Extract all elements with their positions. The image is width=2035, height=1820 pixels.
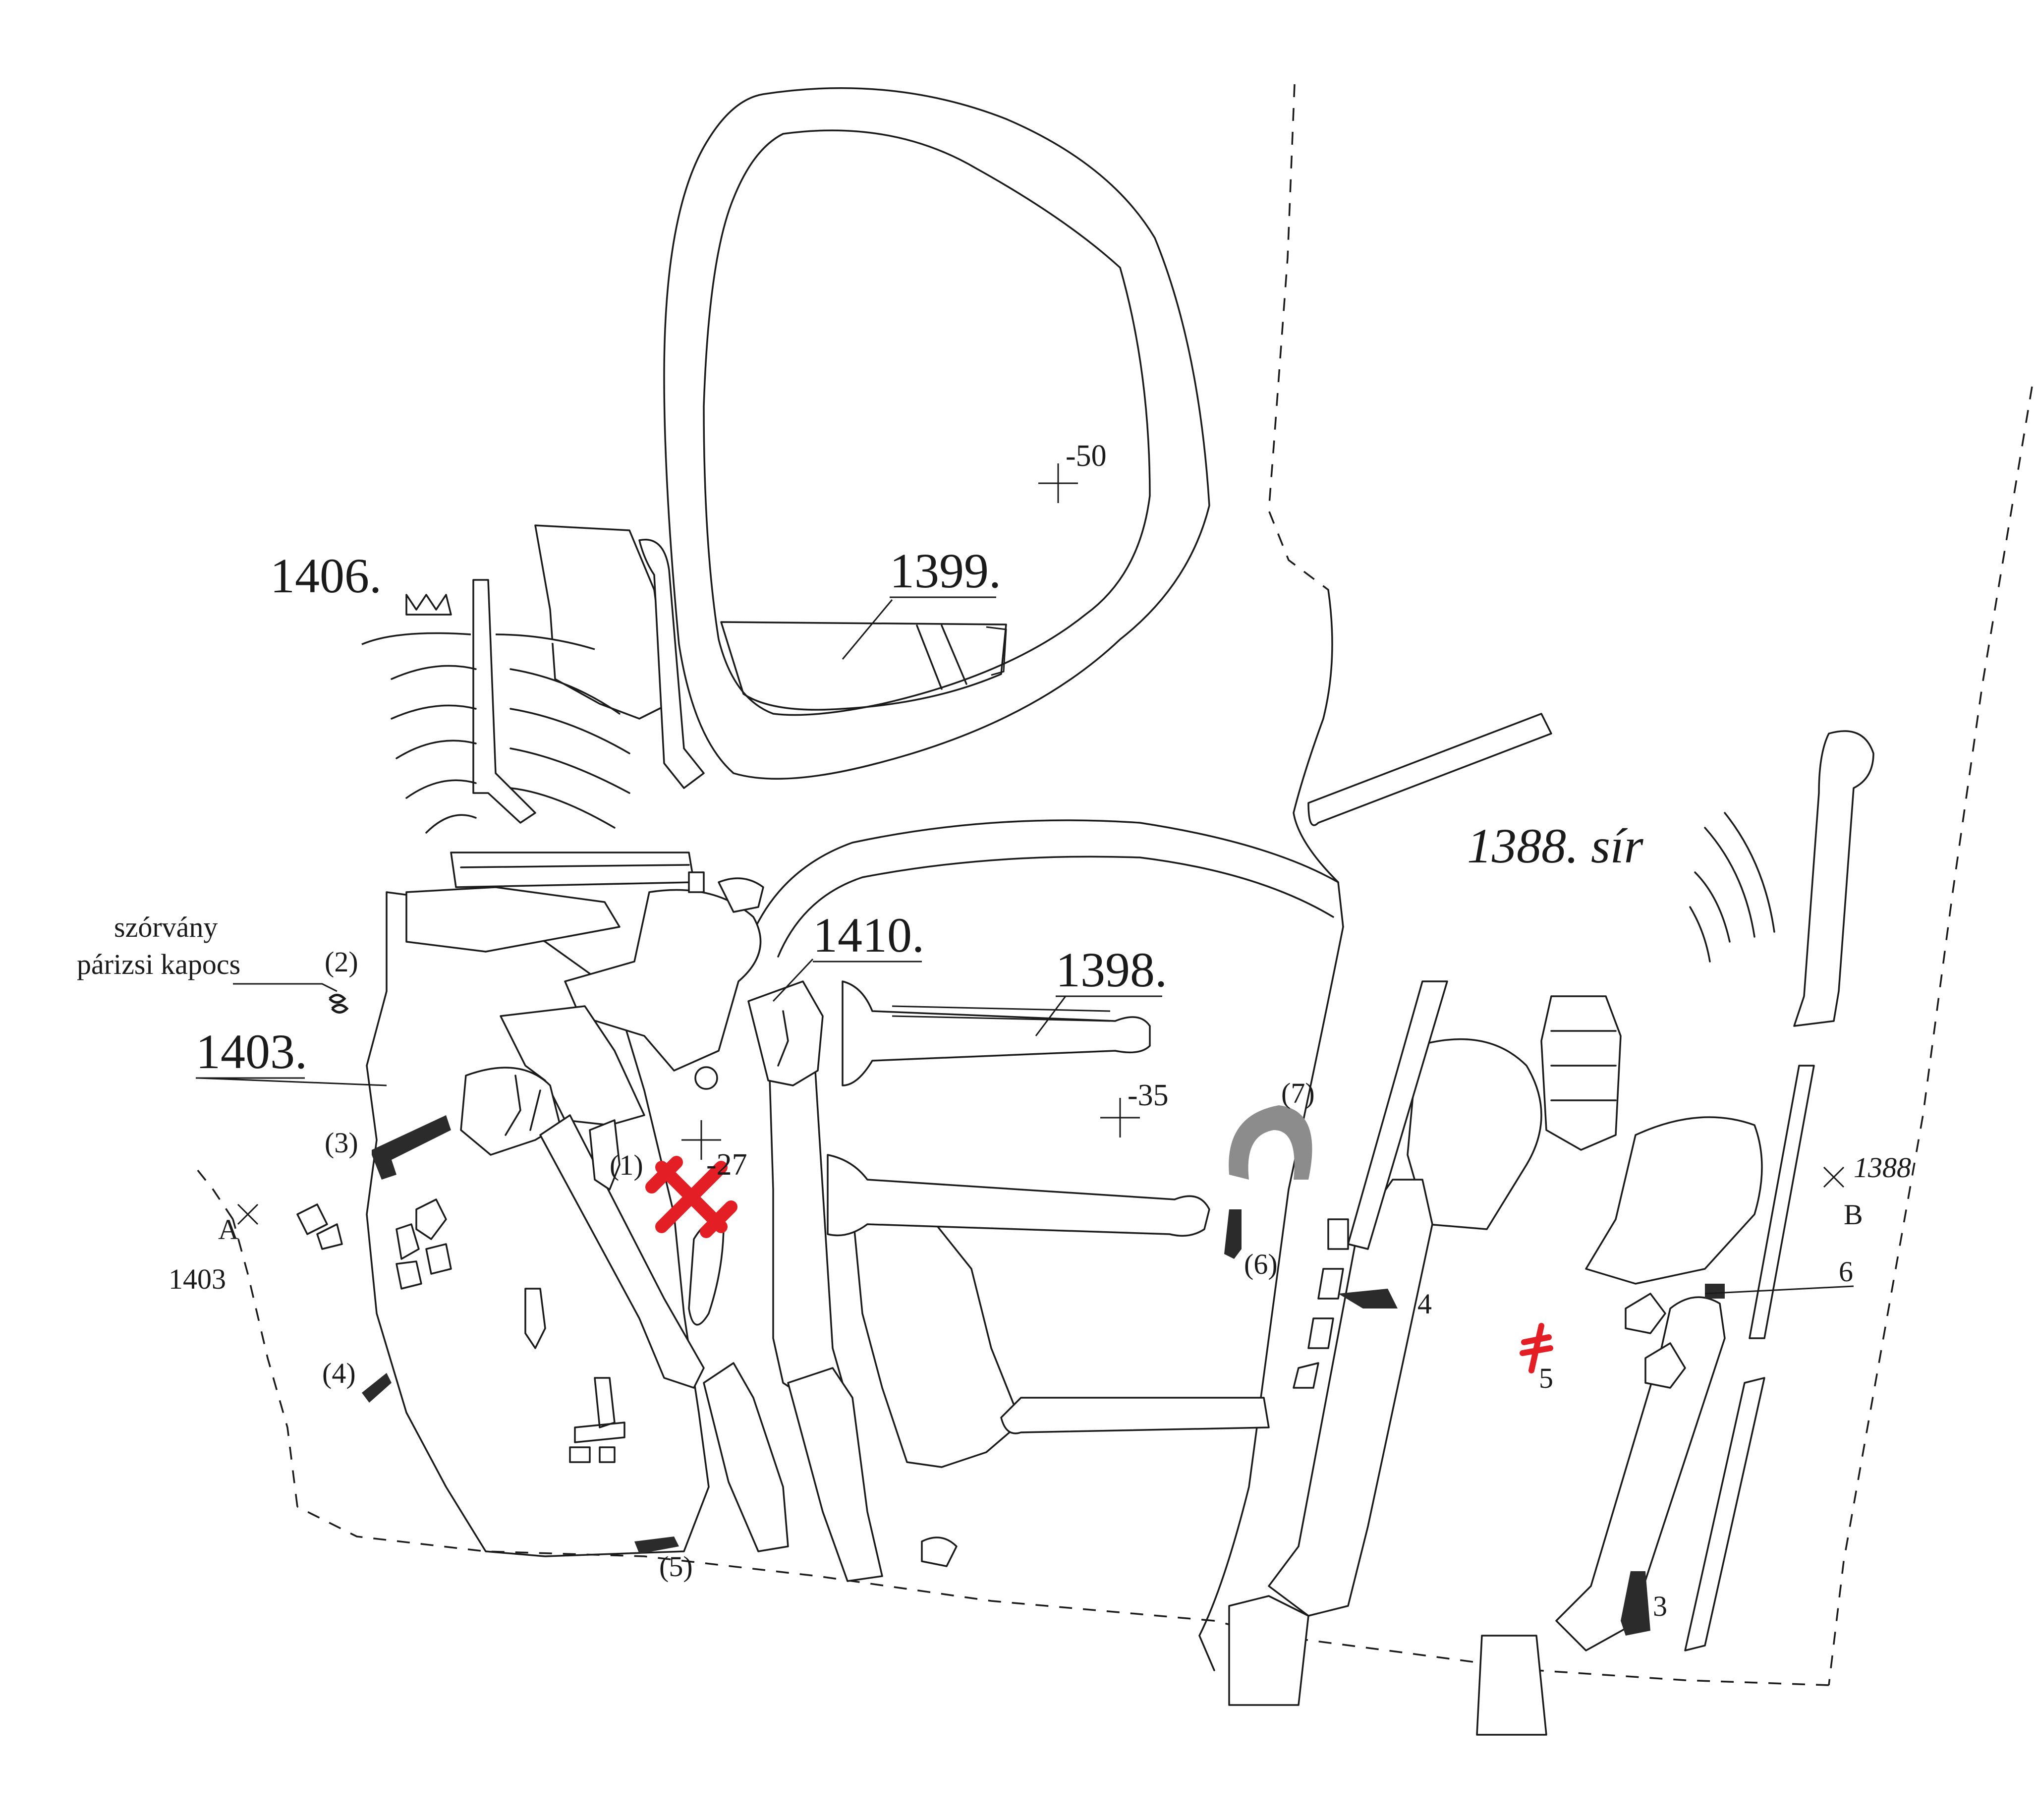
grave-1410-outline xyxy=(752,589,1344,1671)
iron-object-icon[interactable] xyxy=(1621,1571,1650,1636)
labels: 1406. 1399. 1410. 1398. 1403. 1388. sír … xyxy=(77,439,1911,1622)
x-cross-icon xyxy=(1823,1166,1845,1188)
grey-buckle-icon[interactable] xyxy=(1229,1105,1312,1180)
depth-label-27: -27 xyxy=(706,1148,747,1182)
grave-label-1398: 1398. xyxy=(1056,942,1167,997)
section-point-a: A xyxy=(218,1213,239,1246)
excavation-boundary xyxy=(192,84,2033,1686)
red-patriarchal-cross-icon[interactable] xyxy=(645,1156,737,1238)
find-label-1388-3: 3 xyxy=(1653,1590,1667,1622)
find-label-5: (5) xyxy=(659,1550,693,1583)
skeleton-1410 xyxy=(688,713,1552,1434)
finds xyxy=(329,994,1725,1636)
grave-label-1406: 1406. xyxy=(270,548,382,603)
grave-label-1388: 1388. sír xyxy=(1467,818,1644,873)
grave-label-1399: 1399. xyxy=(890,543,1001,598)
markers xyxy=(198,463,1854,1295)
grave-label-1410: 1410. xyxy=(813,908,924,963)
iron-object-icon[interactable] xyxy=(1224,1209,1242,1259)
iron-object-icon[interactable] xyxy=(372,1115,451,1180)
grave-label-1403: 1403. xyxy=(196,1024,307,1079)
depth-label-35: -35 xyxy=(1128,1079,1169,1112)
iron-object-icon[interactable] xyxy=(1705,1284,1725,1299)
find-label-1: (1) xyxy=(610,1149,643,1181)
section-point-a-code: 1403 xyxy=(169,1263,226,1295)
find-label-1388-4: 4 xyxy=(1417,1288,1432,1320)
find-label-7: (7) xyxy=(1281,1077,1315,1109)
find-label-3: (3) xyxy=(325,1127,358,1159)
spiral-clasp-icon[interactable] xyxy=(329,994,349,1014)
section-point-b: B xyxy=(1844,1198,1863,1231)
skeleton-1388 xyxy=(1228,730,1874,1736)
section-point-b-code: 1388 xyxy=(1854,1151,1911,1184)
find-label-1388-5: 5 xyxy=(1539,1362,1553,1394)
iron-object-icon[interactable] xyxy=(362,1373,392,1403)
find-label-6: (6) xyxy=(1244,1248,1278,1280)
skeleton-1403 xyxy=(296,871,958,1582)
x-cross-icon xyxy=(237,1203,259,1225)
depth-label-50: -50 xyxy=(1066,439,1107,473)
iron-object-icon[interactable] xyxy=(634,1536,679,1554)
find-label-1388-6: 6 xyxy=(1839,1255,1853,1288)
find-label-4: (4) xyxy=(322,1357,356,1389)
note-label-clasp: párizsi kapocs xyxy=(77,948,240,980)
skeleton-1406 xyxy=(361,539,705,888)
plus-cross-icon xyxy=(681,1120,721,1160)
plus-cross-icon xyxy=(1100,1098,1140,1138)
red-patriarchal-cross-icon[interactable] xyxy=(1520,1323,1553,1373)
iron-object-icon[interactable] xyxy=(1338,1289,1398,1308)
find-label-2: (2) xyxy=(325,946,358,978)
pit-1399 xyxy=(663,87,1210,780)
note-label-stray: szórvány xyxy=(114,911,218,943)
plus-cross-icon xyxy=(1038,463,1078,503)
